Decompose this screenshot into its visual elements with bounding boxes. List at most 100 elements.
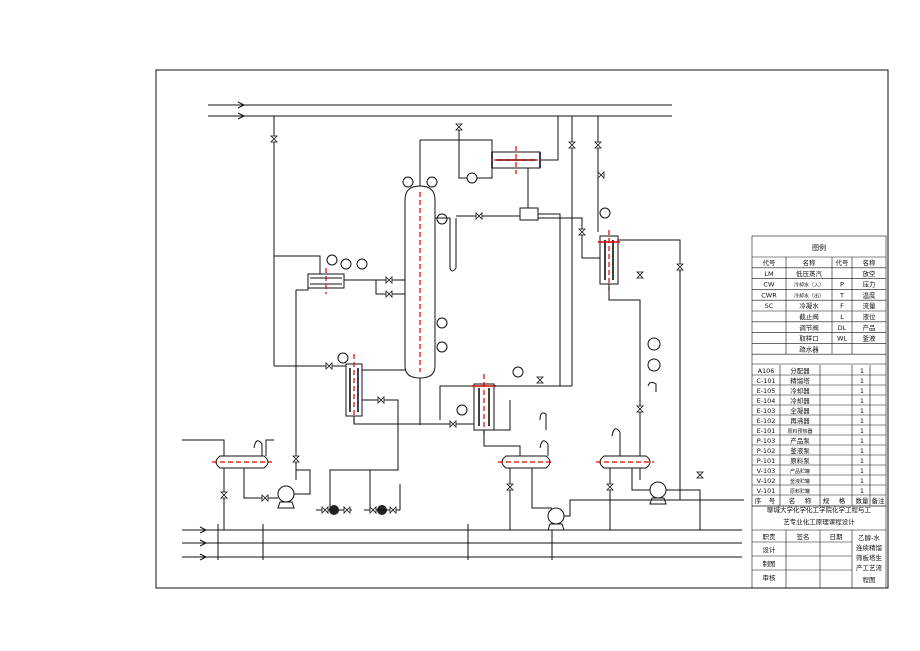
legend-header-2: 代号 (836, 258, 850, 267)
equipment-list-header-1: 号 (769, 497, 776, 505)
column-tray-instrument-1 (436, 213, 448, 225)
equipment-code: P-103 (757, 437, 776, 445)
equipment-list-header-3: 称 (805, 496, 812, 505)
column-top-temperature-instrument (426, 176, 438, 188)
equipment-qty: 1 (860, 427, 864, 435)
legend-cell-5-2: DL (838, 324, 847, 332)
preheater-instrument-1 (326, 254, 338, 266)
condenser-e103 (491, 146, 541, 174)
equipment-qty: 1 (860, 447, 864, 455)
drawing-title-line4: 产工艺流 (856, 563, 883, 572)
legend-cell-1-0: CW (764, 281, 776, 289)
utility-headers-bottom (182, 524, 742, 561)
equipment-name: 冷却器 (790, 396, 810, 405)
equipment-qty: 1 (860, 487, 864, 495)
equipment-code: E-101 (757, 427, 776, 435)
equipment-name: 产品贮罐 (790, 468, 810, 475)
equipment-qty: 1 (860, 467, 864, 475)
legend-cell-3-0: SC (765, 302, 774, 310)
sign-role-design: 设计 (763, 545, 777, 554)
legend-cell-1-1: 冷却水（入） (794, 282, 824, 289)
legend-title: 图例 (812, 243, 826, 252)
legend-cell-1-3: 压力 (863, 280, 876, 289)
legend-cell-0-3: 放空 (863, 269, 877, 278)
equipment-name: 原料泵 (790, 456, 810, 465)
equipment-name: 釜液泵 (790, 446, 810, 455)
equipment-qty: 1 (860, 397, 864, 405)
equipment-code: E-105 (757, 387, 776, 395)
equipment-code: E-104 (757, 397, 776, 405)
drawing-title-line5: 程图 (863, 575, 876, 584)
reboiler-instrument (337, 352, 349, 364)
distillation-column-c101 (404, 140, 436, 425)
column-bottom-instrument (436, 341, 448, 353)
equipment-name: 精馏塔 (790, 376, 810, 385)
valves (220, 123, 704, 514)
sign-header-signature: 签名 (797, 532, 810, 541)
equipment-code: V-102 (757, 477, 776, 485)
sign-role-drafting: 制图 (763, 559, 776, 568)
equipment-qty: 1 (860, 367, 864, 375)
equipment-list-header-2: 名 (789, 496, 796, 505)
bottoms-tank-v102 (498, 455, 554, 469)
equipment-name: 再沸器 (790, 416, 810, 425)
equipment-list-header-5: 格 (839, 496, 846, 505)
equipment-code: P-102 (757, 447, 776, 455)
equipment-code: P-101 (757, 457, 776, 465)
condenser-temperature-instrument (466, 172, 478, 184)
equipment-name: 产品泵 (790, 436, 810, 445)
legend-cell-4-3: 液位 (863, 312, 877, 321)
preheater-instrument-3 (356, 258, 368, 270)
legend-header-3: 名称 (863, 258, 877, 267)
legend-cell-3-3: 流量 (863, 301, 877, 310)
legend-cell-6-2: WL (837, 335, 847, 343)
equipment-name: 分配器 (790, 366, 810, 375)
drawing-title-line2: 连续精馏 (856, 543, 883, 552)
preheater-instrument-2 (340, 258, 352, 270)
equipment-code: E-103 (757, 407, 776, 415)
legend-cell-3-2: F (840, 302, 844, 310)
column-tray-instrument-2 (436, 317, 448, 329)
legend-cell-4-1: 截止阀 (799, 312, 819, 321)
column-top-pressure-instrument (402, 176, 414, 188)
product-pump-p103 (649, 481, 667, 505)
equipment-qty: 1 (860, 377, 864, 385)
reboiler-e102 (345, 354, 363, 424)
equipment-name: 原料贮罐 (790, 488, 810, 495)
equipment-list-header-4: 规 (823, 496, 830, 505)
equipment-name: 原料预热器 (787, 428, 812, 435)
legend-cell-4-2: L (840, 313, 844, 321)
equipment-qty: 1 (860, 457, 864, 465)
utility-headers-top (208, 101, 672, 120)
legend-header-1: 名称 (803, 258, 817, 267)
equipment-list-header-0: 序 (755, 496, 762, 505)
reflux-distributor-a106 (519, 207, 539, 221)
legend-cell-2-0: CWR (761, 291, 777, 299)
feed-tank-v101 (212, 455, 272, 469)
equipment-code: C-101 (756, 377, 775, 385)
equipment-code: V-103 (757, 467, 776, 475)
sign-header-date: 日期 (830, 533, 844, 541)
legend-cell-6-3: 釜液 (863, 334, 877, 343)
equipment-qty: 1 (860, 477, 864, 485)
equipment-qty: 1 (860, 407, 864, 415)
product-cooler-e104 (598, 230, 620, 292)
equipment-qty: 1 (860, 387, 864, 395)
sign-role-review: 审核 (763, 573, 777, 582)
legend-cell-2-3: 温度 (863, 290, 877, 299)
equipment-code: A106 (758, 367, 775, 375)
equipment-qty: 1 (860, 417, 864, 425)
reflux-loop (435, 217, 457, 272)
drawing-title-line1: 乙醇-水 (858, 533, 880, 542)
drawing-frame (155, 69, 889, 589)
bottoms-cooler-instrument (456, 404, 468, 416)
equipment-qty: 1 (860, 437, 864, 445)
cooler-temperature-instrument (599, 207, 611, 219)
equipment-name: 釜液贮罐 (790, 478, 810, 485)
sign-header-role: 职责 (763, 532, 777, 541)
equipment-name: 全凝器 (790, 406, 810, 415)
legend-cell-0-0: LM (764, 270, 773, 278)
legend-cell-2-2: T (839, 291, 844, 299)
